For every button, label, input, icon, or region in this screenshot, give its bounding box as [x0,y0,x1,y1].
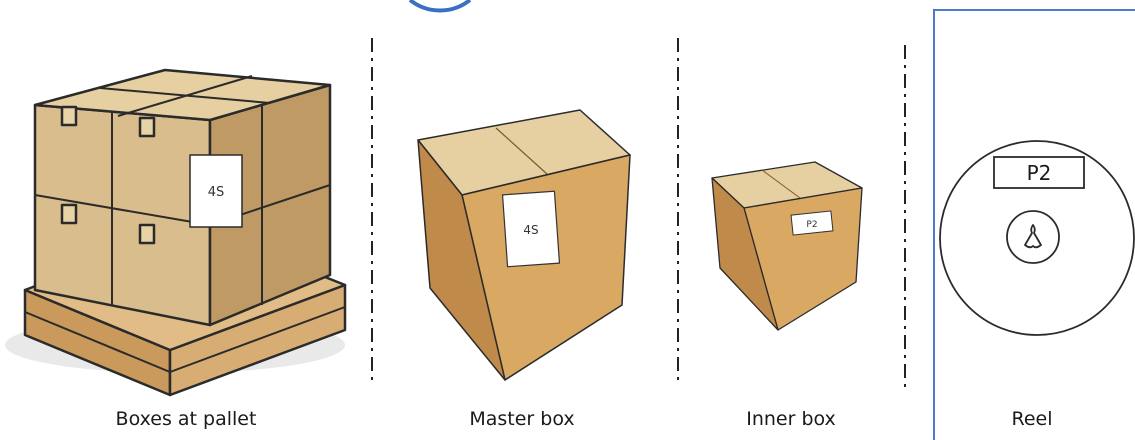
caption-reel: Reel [1011,408,1053,430]
pallet-illustration [5,68,347,397]
reel-frame [933,9,1135,440]
reel-label-box [993,156,1085,189]
reel-hub-icon [1024,224,1042,249]
inner-box-illustration [711,161,863,331]
pallet-label: 4S [208,185,225,200]
master-box-label: 4S [523,223,538,237]
partial-ring [408,0,472,13]
caption-master-box: Master box [469,408,575,430]
master-box-illustration [417,109,631,381]
inner-box-label: P2 [806,220,817,230]
reel-hub [1006,210,1060,264]
caption-inner-box: Inner box [746,408,836,430]
reel-label: P2 [1027,161,1052,185]
caption-pallet: Boxes at pallet [115,408,257,430]
